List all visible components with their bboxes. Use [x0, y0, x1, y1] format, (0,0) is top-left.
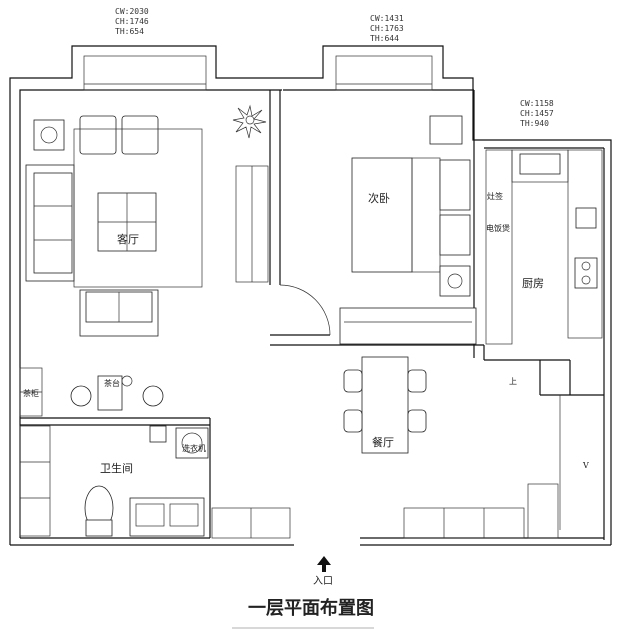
dim-th: TH:940 — [520, 119, 549, 128]
label-tea-table: 茶台 — [104, 378, 120, 388]
room-label-living: 客厅 — [117, 232, 139, 246]
dim-cw: CW:1158 — [520, 99, 554, 108]
plant-icon — [232, 104, 267, 139]
label-tea-cabinet: 茶柜 — [23, 388, 39, 398]
room-label-kitchen: 厨房 — [522, 277, 544, 290]
sofa-set — [25, 115, 203, 337]
label-stair-mark: V — [582, 461, 589, 470]
room-label-bathroom: 卫生间 — [100, 461, 133, 475]
dim-th: TH:644 — [370, 34, 399, 43]
interior-walls — [20, 90, 604, 538]
window-dim-living: CW:2030 CH:1746 TH:654 — [115, 7, 149, 36]
room-label-bedroom: 次卧 — [368, 191, 390, 205]
label-washer: 洗衣机 — [182, 443, 206, 453]
label-rice-cooker: 电饭煲 — [486, 223, 510, 233]
dim-ch: CH:1763 — [370, 24, 404, 33]
label-stove-hood: 灶签 — [487, 191, 503, 201]
dim-th: TH:654 — [115, 27, 144, 36]
room-label-dining: 餐厅 — [372, 435, 394, 449]
window-dim-kitchen: CW:1158 CH:1457 TH:940 — [520, 99, 554, 128]
entrance-cabinets — [403, 483, 559, 539]
sliding-door — [235, 165, 269, 283]
dim-cw: CW:1431 — [370, 14, 404, 23]
door-swing — [279, 284, 331, 336]
dim-cw: CW:2030 — [115, 7, 149, 16]
bed — [351, 115, 471, 297]
window-dim-bedroom: CW:1431 CH:1763 TH:644 — [370, 14, 404, 43]
label-up: 上 — [509, 377, 517, 386]
entrance-arrow-icon — [317, 556, 331, 572]
wardrobe — [339, 307, 477, 345]
dim-ch: CH:1746 — [115, 17, 149, 26]
dim-ch: CH:1457 — [520, 109, 554, 118]
kitchen-counter — [485, 149, 603, 345]
tea-corner — [19, 367, 164, 417]
entrance-label: 入口 — [313, 576, 333, 587]
bathroom-fixtures — [19, 425, 291, 539]
dining-set — [343, 356, 427, 454]
plan-title: 一层平面布置图 — [248, 597, 374, 619]
